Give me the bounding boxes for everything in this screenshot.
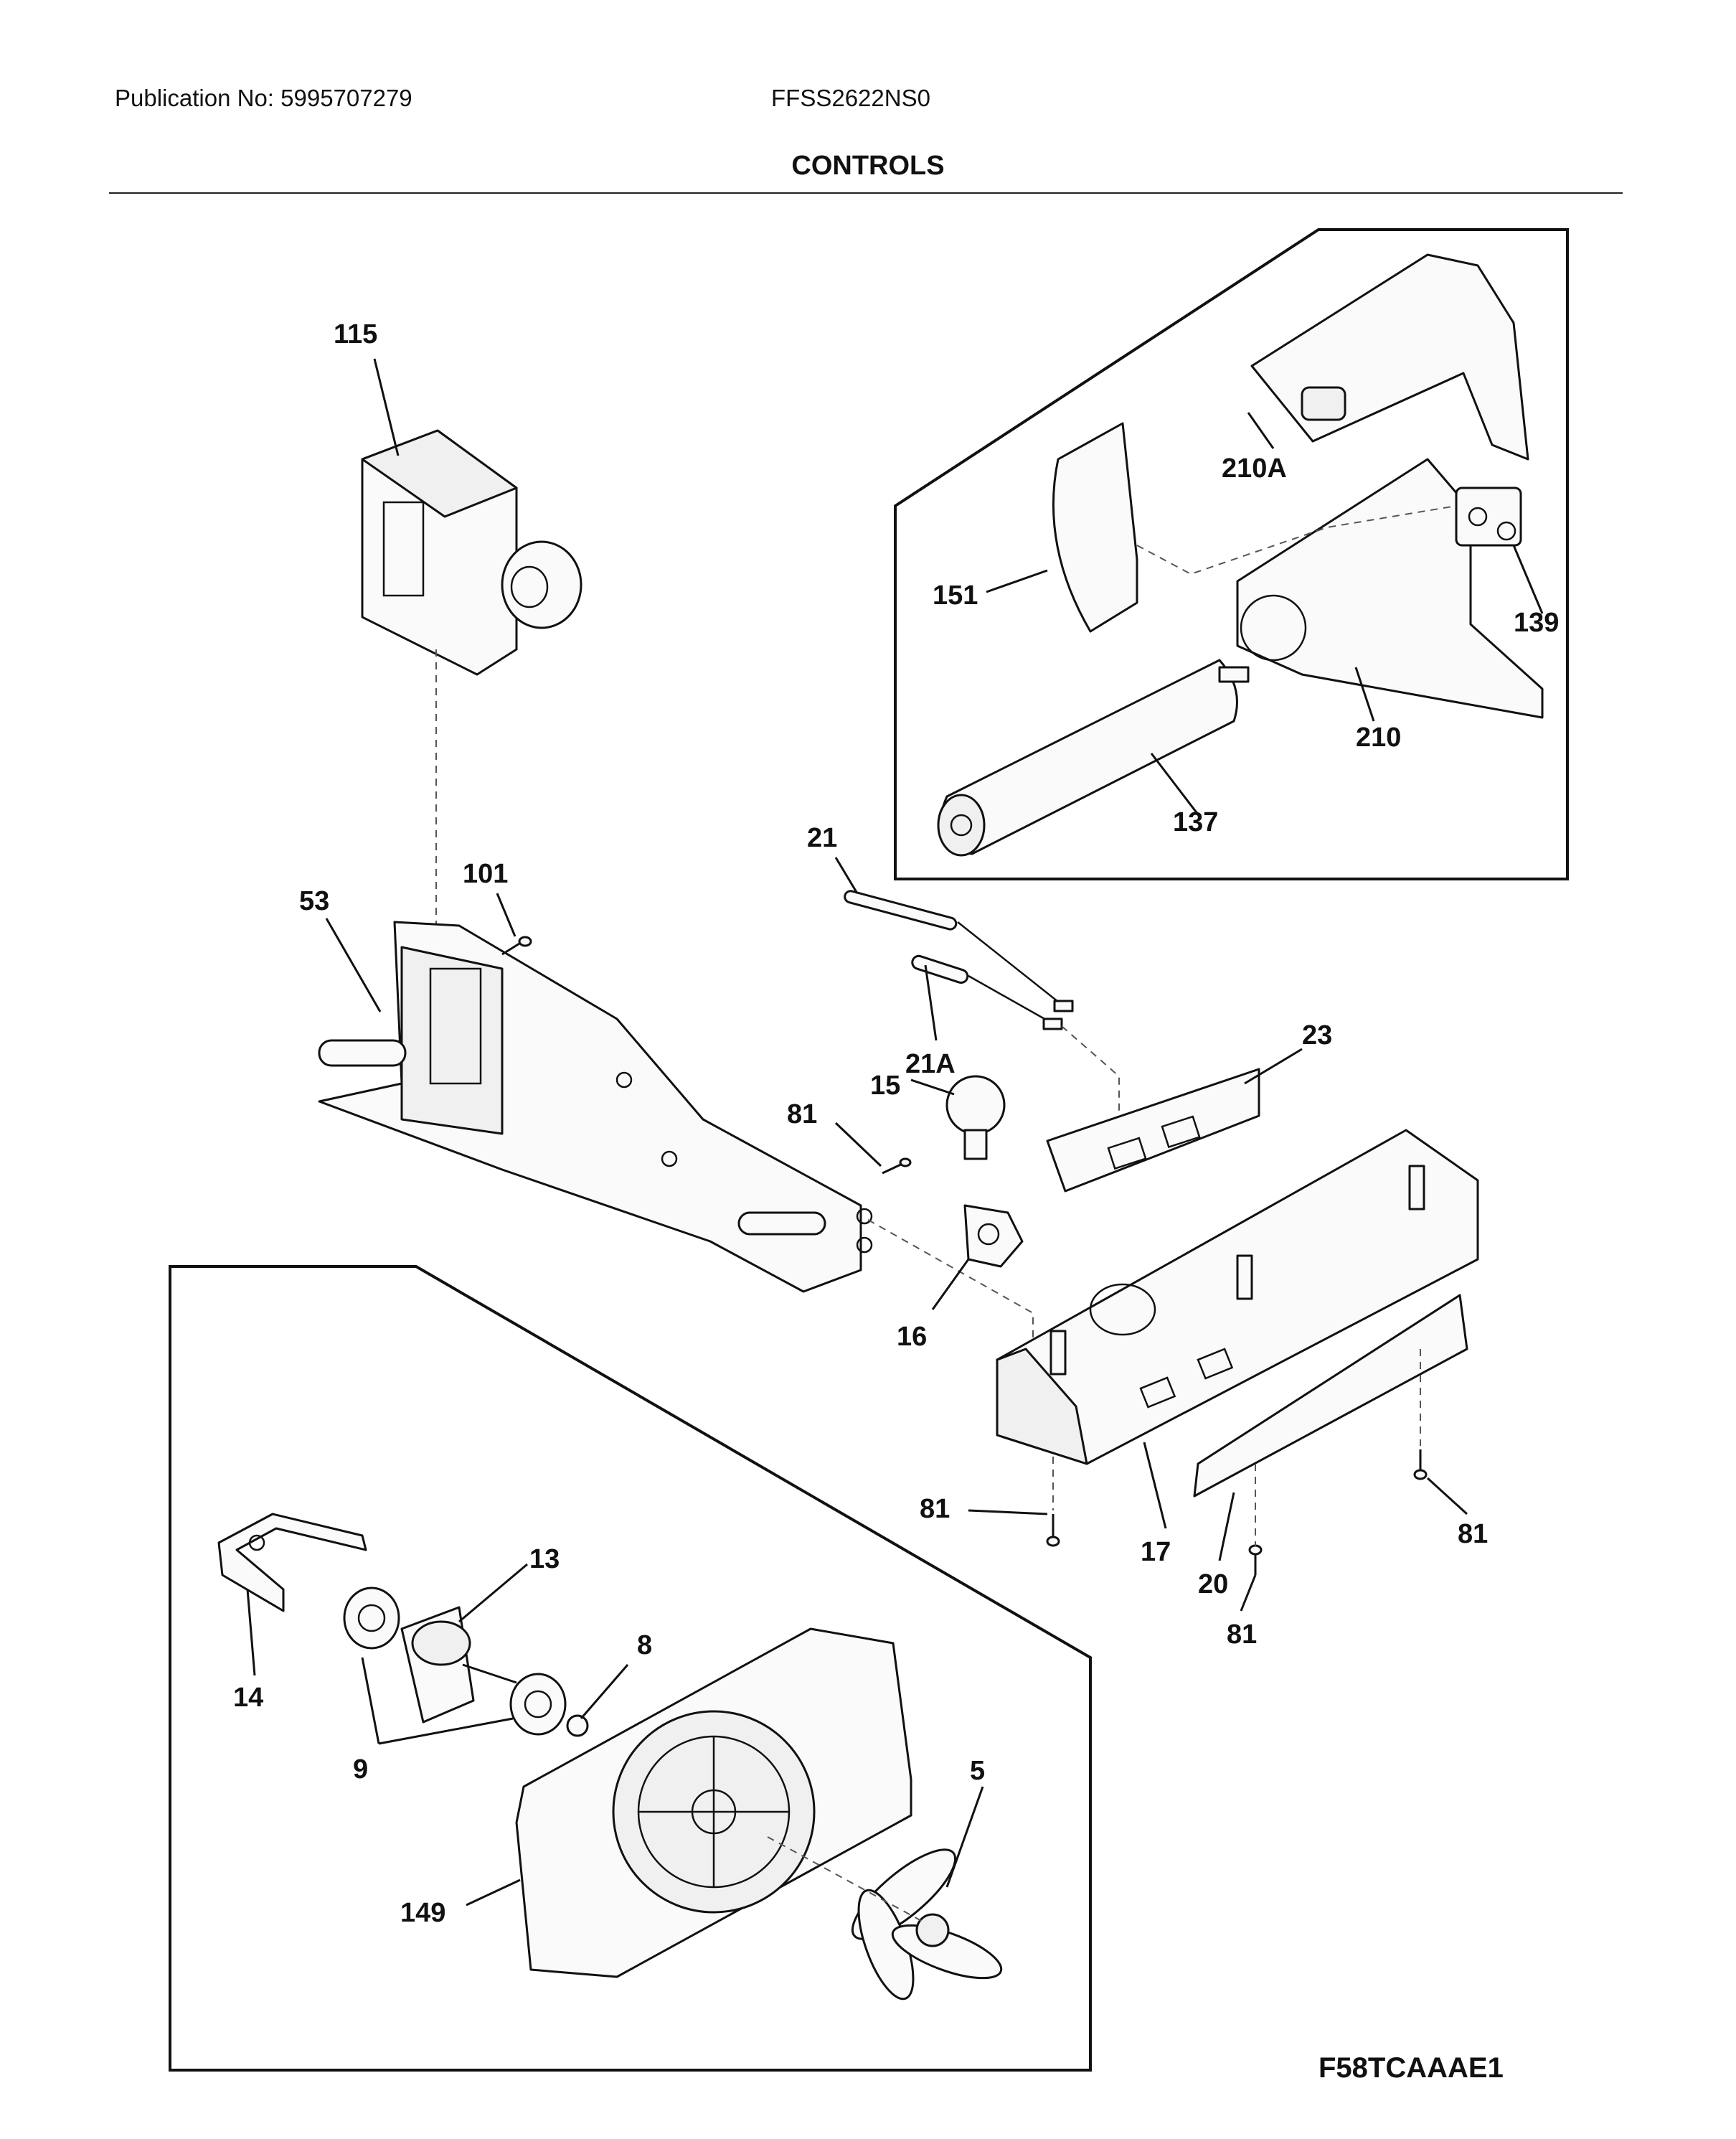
callout-81-c: 81: [1458, 1519, 1488, 1549]
part-53-housing[interactable]: [318, 921, 873, 1293]
part-8-washer[interactable]: [566, 1714, 589, 1737]
leader-151-dash: [1136, 505, 1457, 575]
part-81-screw-a[interactable]: [882, 1157, 912, 1175]
part-81-screw-c[interactable]: [1413, 1449, 1428, 1480]
part-101-screw[interactable]: [501, 936, 532, 956]
callout-13: 13: [529, 1544, 560, 1574]
part-137-filter[interactable]: [937, 659, 1250, 857]
callout-151: 151: [933, 580, 978, 611]
part-5-fan-blade[interactable]: [841, 1836, 1007, 2006]
callout-17: 17: [1141, 1537, 1171, 1567]
part-21a-sensor[interactable]: [910, 954, 1063, 1030]
callout-15: 15: [870, 1071, 900, 1101]
part-15-bulb[interactable]: [945, 1075, 1006, 1160]
callout-20: 20: [1198, 1569, 1228, 1599]
part-9-grommets[interactable]: [343, 1586, 567, 1736]
callout-16: 16: [897, 1322, 927, 1352]
callout-149: 149: [400, 1898, 445, 1928]
callout-81-d: 81: [1227, 1619, 1257, 1650]
filter-inset-frame: [894, 228, 1569, 880]
part-151-door[interactable]: [1052, 422, 1138, 633]
leader-lines: [246, 358, 1544, 1907]
callout-101: 101: [463, 859, 508, 889]
part-210a-cover[interactable]: [1250, 253, 1529, 461]
publication-number: Publication No: 5995707279: [115, 85, 412, 111]
callout-14: 14: [233, 1683, 263, 1713]
callout-21: 21: [807, 823, 837, 853]
part-17-housing[interactable]: [996, 1129, 1479, 1465]
callout-23: 23: [1302, 1020, 1332, 1050]
callout-21a: 21A: [905, 1049, 956, 1079]
part-23-control-board[interactable]: [1046, 1068, 1260, 1193]
part-81-screw-d[interactable]: [1248, 1544, 1263, 1575]
part-149-shroud[interactable]: [515, 1627, 912, 1978]
model-number: FFSS2622NS0: [771, 85, 930, 111]
page-title: CONTROLS: [791, 151, 945, 181]
callout-81-a: 81: [787, 1099, 817, 1129]
callout-9: 9: [353, 1754, 368, 1785]
callout-53: 53: [299, 886, 329, 916]
diagram-code: F58TCAAAE1: [1318, 2052, 1504, 2084]
part-115-control-box[interactable]: [361, 429, 582, 676]
header-rule: [109, 192, 1623, 194]
part-21-sensor[interactable]: [844, 890, 1074, 1012]
callout-8: 8: [637, 1630, 652, 1660]
callout-81-b: 81: [920, 1494, 950, 1524]
callout-210a: 210A: [1222, 453, 1287, 484]
leader-5-dash: [767, 1836, 926, 1924]
fan-inset-frame: [169, 1265, 1092, 2072]
callout-115: 115: [334, 319, 377, 349]
part-139-valve[interactable]: [1455, 486, 1522, 547]
part-14-bracket[interactable]: [217, 1513, 367, 1612]
part-13-motor[interactable]: [400, 1606, 517, 1724]
callout-139: 139: [1514, 608, 1559, 638]
part-20-overlay[interactable]: [1193, 1294, 1468, 1498]
part-81-screw-b[interactable]: [1046, 1514, 1060, 1547]
callout-210: 210: [1356, 723, 1401, 753]
callout-5: 5: [970, 1756, 985, 1786]
callout-137: 137: [1173, 807, 1218, 837]
part-16-socket[interactable]: [963, 1204, 1024, 1268]
